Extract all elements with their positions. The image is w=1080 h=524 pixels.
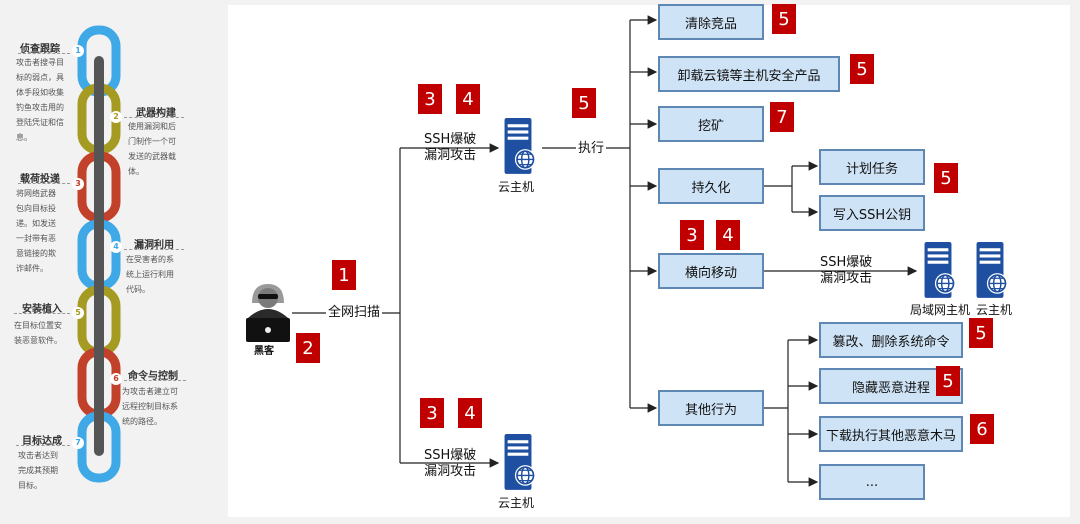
badge-ssh-bottom-3: 3	[420, 398, 444, 428]
write-ssh-key-box: 写入SSH公钥	[819, 195, 925, 231]
badge-clear-competitors: 5	[772, 4, 796, 34]
divider	[16, 445, 70, 446]
stage-title-3: 载荷投递	[20, 174, 60, 185]
stage-desc-7: 攻击者达到完成其预期目标。	[18, 451, 58, 490]
stage-title-5: 安装植入	[22, 304, 62, 315]
stage-desc-2: 使用漏洞和后门制作一个可发送的武器载体。	[128, 122, 176, 176]
scan-label: 全网扫描	[326, 305, 383, 321]
stage-desc-1: 攻击者搜寻目标的弱点，具体手段如收集钓鱼攻击用的登陆凭证和信息。	[16, 58, 64, 142]
divider	[124, 249, 184, 250]
badge-tamper-commands: 5	[969, 318, 993, 348]
divider	[18, 53, 70, 54]
stage-desc-5: 在目标位置安装恶意软件。	[14, 321, 62, 345]
kill-chain-panel: 1 2 3 4 5 6 7 侦查跟踪 攻击者搜寻目标的弱点，具体手段如收集钓鱼攻…	[0, 0, 210, 524]
persistence-box: 持久化	[658, 168, 764, 204]
badge-scan: 1	[332, 260, 356, 290]
divider	[124, 117, 184, 118]
cron-task-box: 计划任务	[819, 149, 925, 185]
badge-cron-task: 5	[934, 163, 958, 193]
badge-mining: 7	[770, 102, 794, 132]
stage-number-3: 3	[72, 178, 84, 190]
ssh-attack-label-top: SSH爆破漏洞攻击	[424, 132, 477, 163]
lateral-ssh-attack-label: SSH爆破漏洞攻击	[820, 255, 873, 286]
lateral-movement-box: 横向移动	[658, 253, 764, 289]
stage-desc-4: 在受害者的系统上运行利用代码。	[126, 255, 174, 294]
cloud-host-label: 云主机	[976, 303, 1013, 317]
cloud-host-server-icon	[503, 118, 537, 175]
cloud-host-label: 云主机	[498, 496, 535, 510]
stage-desc-3: 将网络武器包向目标投递。如发送一封带有恶意链接的欺诈邮件。	[16, 189, 56, 273]
stage-title-1: 侦查跟踪	[20, 44, 60, 55]
execute-label: 执行	[576, 141, 607, 157]
clear-competitors-box: 清除竞品	[658, 4, 764, 40]
badge-ssh-top-3: 3	[418, 84, 442, 114]
stage-number-6: 6	[110, 373, 122, 385]
stage-number-2: 2	[110, 111, 122, 123]
uninstall-security-box: 卸载云镜等主机安全产品	[658, 56, 840, 92]
stage-number-5: 5	[72, 307, 84, 319]
stage-number-7: 7	[72, 437, 84, 449]
hacker-icon	[246, 284, 290, 342]
tamper-commands-box: 篡改、删除系统命令	[819, 322, 963, 358]
stage-number-1: 1	[72, 45, 84, 57]
badge-execute: 5	[572, 88, 596, 118]
badge-ssh-top-4: 4	[456, 84, 480, 114]
cloud-host-server-icon	[975, 242, 1009, 299]
ellipsis-box: ...	[819, 464, 925, 500]
stage-title-2: 武器构建	[136, 108, 176, 119]
ssh-attack-label-bottom: SSH爆破漏洞攻击	[424, 448, 477, 479]
badge-hide-process: 5	[936, 366, 960, 396]
badge-ssh-bottom-4: 4	[458, 398, 482, 428]
download-trojan-box: 下载执行其他恶意木马	[819, 416, 963, 452]
divider	[18, 183, 70, 184]
stage-desc-6: 为攻击者建立可远程控制目标系统的路径。	[122, 387, 178, 426]
stage-title-6: 命令与控制	[128, 371, 178, 382]
badge-uninstall-security: 5	[850, 54, 874, 84]
lan-host-label: 局域网主机	[910, 303, 971, 317]
cloud-host-server-icon	[503, 434, 537, 491]
cloud-host-label: 云主机	[498, 180, 535, 194]
badge-lateral-3: 3	[680, 220, 704, 250]
stage-number-4: 4	[110, 241, 122, 253]
badge-lateral-4: 4	[716, 220, 740, 250]
mining-box: 挖矿	[658, 106, 764, 142]
lan-host-server-icon	[923, 242, 957, 299]
other-behavior-box: 其他行为	[658, 390, 764, 426]
stage-title-4: 漏洞利用	[134, 240, 174, 251]
divider	[124, 380, 186, 381]
badge-download-trojan: 6	[970, 414, 994, 444]
divider	[14, 313, 70, 314]
hacker-label: 黑客	[254, 346, 274, 357]
badge-hacker: 2	[296, 333, 320, 363]
stage-title-7: 目标达成	[22, 436, 62, 447]
